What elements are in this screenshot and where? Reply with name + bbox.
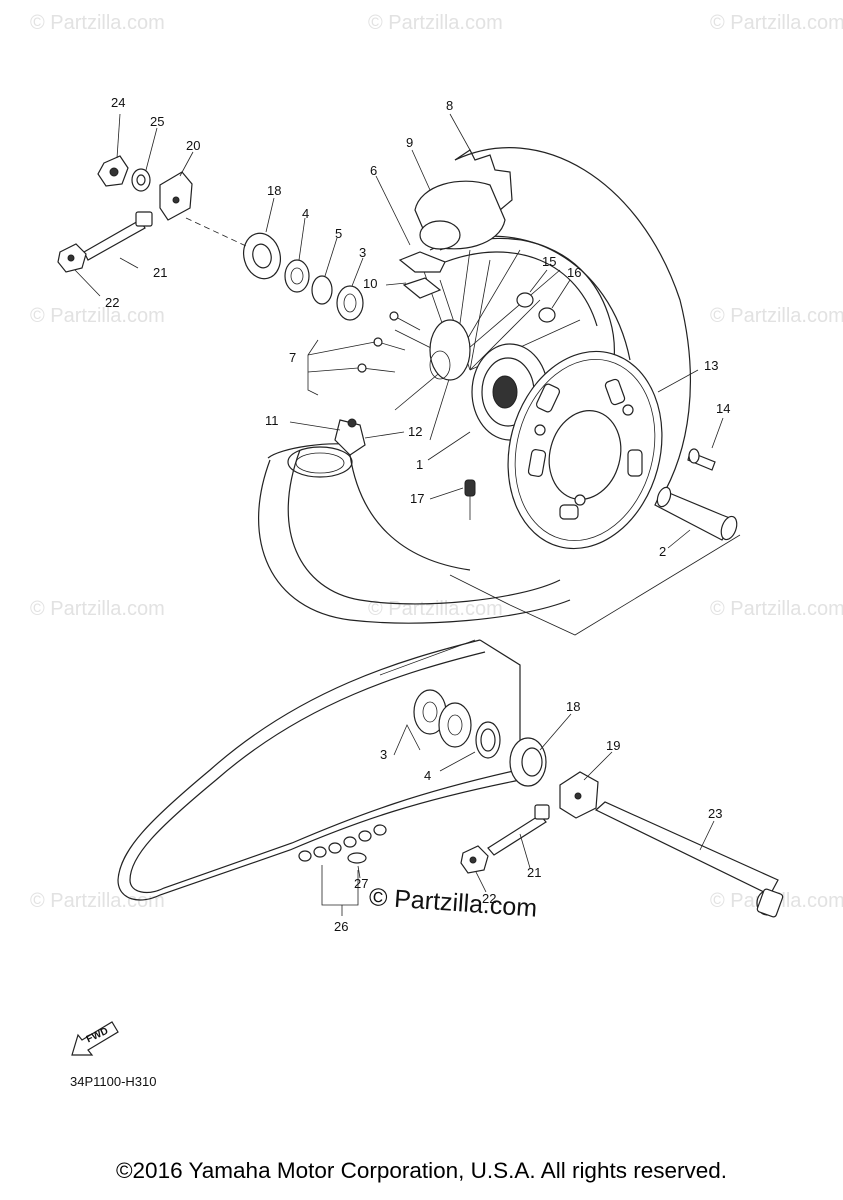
callout-19: 19 bbox=[606, 738, 621, 753]
watermark: © Partzilla.com bbox=[710, 598, 843, 620]
callout-20: 20 bbox=[186, 138, 201, 153]
callout-1: 1 bbox=[416, 457, 424, 472]
callout-7: 7 bbox=[289, 350, 297, 365]
watermark: © Partzilla.com bbox=[30, 598, 165, 620]
leader-lines bbox=[74, 113, 724, 916]
callout-12: 12 bbox=[408, 424, 423, 439]
callout-24: 24 bbox=[111, 95, 126, 110]
diagram-code: 34P1100-H310 bbox=[70, 1074, 157, 1089]
section-outline bbox=[379, 534, 741, 676]
bolts bbox=[357, 311, 421, 373]
left-fasteners bbox=[57, 155, 247, 273]
watermark: © Partzilla.com bbox=[710, 12, 843, 34]
chain bbox=[117, 639, 521, 901]
watermark: © Partzilla.com bbox=[30, 305, 165, 327]
callout-5: 5 bbox=[335, 226, 343, 241]
callout-14: 14 bbox=[716, 401, 731, 416]
rim-lock bbox=[398, 180, 506, 299]
nipples bbox=[516, 292, 556, 323]
callout-18: 18 bbox=[566, 699, 581, 714]
callout-17: 17 bbox=[410, 491, 425, 506]
fwd-arrow-icon bbox=[71, 1021, 119, 1056]
callout-4: 4 bbox=[424, 768, 432, 783]
callout-10: 10 bbox=[363, 276, 378, 291]
callout-4: 4 bbox=[302, 206, 310, 221]
callout-13: 13 bbox=[704, 358, 719, 373]
callout-2: 2 bbox=[659, 544, 667, 559]
spacer-sleeve bbox=[654, 486, 738, 541]
right-fasteners bbox=[460, 771, 599, 874]
callout-26: 26 bbox=[334, 919, 349, 934]
callout-22: 22 bbox=[105, 295, 120, 310]
callout-6: 6 bbox=[370, 163, 378, 178]
left-axle-parts bbox=[243, 232, 364, 321]
callout-3: 3 bbox=[359, 245, 367, 260]
callout-23: 23 bbox=[708, 806, 723, 821]
callout-8: 8 bbox=[446, 98, 454, 113]
callout-25: 25 bbox=[150, 114, 165, 129]
watermark: © Partzilla.com bbox=[30, 12, 165, 34]
callout-11: 11 bbox=[265, 413, 279, 428]
callout-18: 18 bbox=[267, 183, 282, 198]
right-axle-parts bbox=[413, 689, 547, 787]
watermark: © Partzilla.com bbox=[710, 305, 843, 327]
callout-27: 27 bbox=[354, 876, 369, 891]
axle bbox=[594, 801, 784, 918]
valve-stem bbox=[464, 479, 476, 520]
callout-9: 9 bbox=[406, 135, 414, 150]
chain-puller-bracket bbox=[334, 418, 366, 456]
watermark: © Partzilla.com bbox=[30, 890, 165, 912]
callout-21: 21 bbox=[527, 865, 542, 880]
rear-tire bbox=[257, 147, 691, 624]
chain-master-link bbox=[298, 824, 387, 864]
callout-15: 15 bbox=[542, 254, 557, 269]
callout-3: 3 bbox=[380, 747, 388, 762]
callout-16: 16 bbox=[567, 265, 582, 280]
copyright-notice: ©2016 Yamaha Motor Corporation, U.S.A. A… bbox=[115, 1158, 728, 1183]
callout-21: 21 bbox=[153, 265, 168, 280]
sprocket-bolt bbox=[687, 448, 716, 471]
watermark: © Partzilla.com bbox=[368, 12, 503, 34]
sprocket bbox=[507, 350, 663, 550]
callout-22: 22 bbox=[482, 891, 497, 906]
